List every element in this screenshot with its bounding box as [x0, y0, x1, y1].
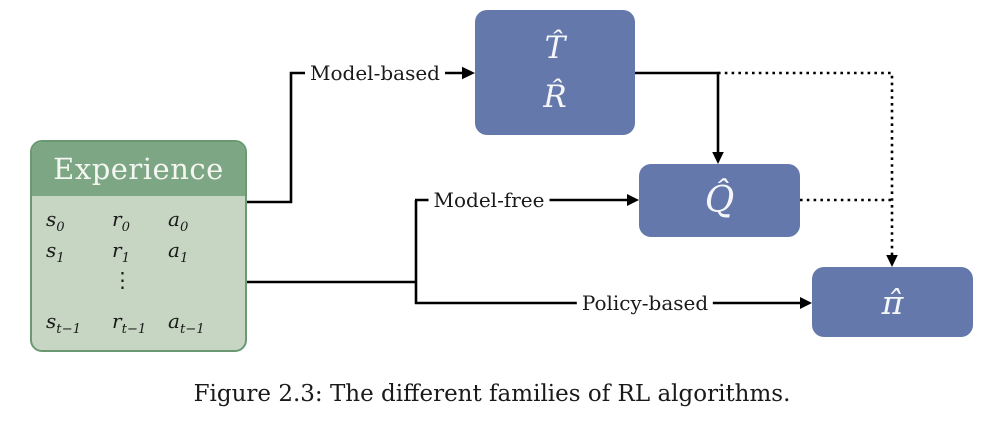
cell-st: st−1	[46, 308, 112, 336]
vdots-glyph: ⋮	[112, 267, 133, 292]
policy-based-label: Policy-based	[576, 291, 714, 315]
experience-body: s0 r0 a0 s1 r1 a1 ⋮ st−1 rt−1 at−1	[32, 196, 245, 336]
cell-base: s	[46, 308, 57, 333]
cell-base: r	[112, 206, 122, 231]
policy-based-arrowhead	[800, 297, 812, 309]
cell-sub: t−1	[121, 321, 147, 337]
figure-caption: Figure 2.3: The different families of RL…	[193, 381, 791, 407]
cell-sub: 0	[179, 219, 189, 235]
cell-s1: s1	[46, 237, 112, 265]
cell-rt: rt−1	[112, 308, 168, 336]
cell-sub: 0	[56, 219, 65, 235]
cell-r1: r1	[112, 237, 168, 265]
model-to-q-arrowhead	[712, 152, 724, 164]
cell-sub: 0	[121, 219, 130, 235]
experience-vdots-row: ⋮	[46, 265, 245, 294]
t-hat-symbol: T̂	[544, 29, 566, 66]
cell-r0: r0	[112, 206, 168, 234]
cell-s0: s0	[46, 206, 112, 234]
cell-sub: t−1	[179, 321, 205, 337]
experience-header: Experience	[32, 142, 245, 196]
model-node: T̂ R̂	[475, 10, 635, 135]
cell-sub: 1	[56, 250, 65, 266]
r-hat-symbol: R̂	[543, 78, 567, 115]
pi-hat-symbol: π̂	[881, 282, 904, 322]
cell-base: a	[168, 206, 180, 231]
model-based-line	[247, 71, 463, 204]
cell-at: at−1	[168, 308, 245, 336]
cell-sub: t−1	[56, 321, 82, 337]
cell-sub: 1	[121, 250, 130, 266]
cell-base: s	[46, 206, 57, 231]
model-based-label: Model-based	[305, 61, 445, 85]
cell-base: a	[168, 237, 180, 262]
pi-node: π̂	[812, 267, 973, 337]
experience-row-0: s0 r0 a0	[46, 203, 245, 234]
cell-sub: 1	[179, 250, 189, 266]
cell-base: r	[112, 308, 122, 333]
cell-a1: a1	[168, 237, 245, 265]
trunk-line	[247, 200, 418, 304]
model-based-arrowhead	[462, 66, 475, 80]
experience-row-t: st−1 rt−1 at−1	[46, 305, 245, 336]
q-hat-symbol: Q̂	[704, 180, 735, 221]
model-to-q-line	[635, 71, 720, 152]
cell-base: a	[168, 308, 180, 333]
q-node: Q̂	[639, 164, 800, 237]
experience-row-1: s1 r1 a1	[46, 234, 245, 265]
cell-base: r	[112, 237, 122, 262]
cell-base: s	[46, 237, 57, 262]
cell-a0: a0	[168, 206, 245, 234]
experience-title: Experience	[53, 152, 224, 186]
model-to-pi-arrowhead	[886, 255, 898, 267]
model-free-arrowhead	[627, 194, 639, 206]
experience-box: Experience s0 r0 a0 s1 r1 a1 ⋮ st−1 rt−1…	[30, 140, 247, 352]
model-free-label: Model-free	[428, 188, 550, 212]
